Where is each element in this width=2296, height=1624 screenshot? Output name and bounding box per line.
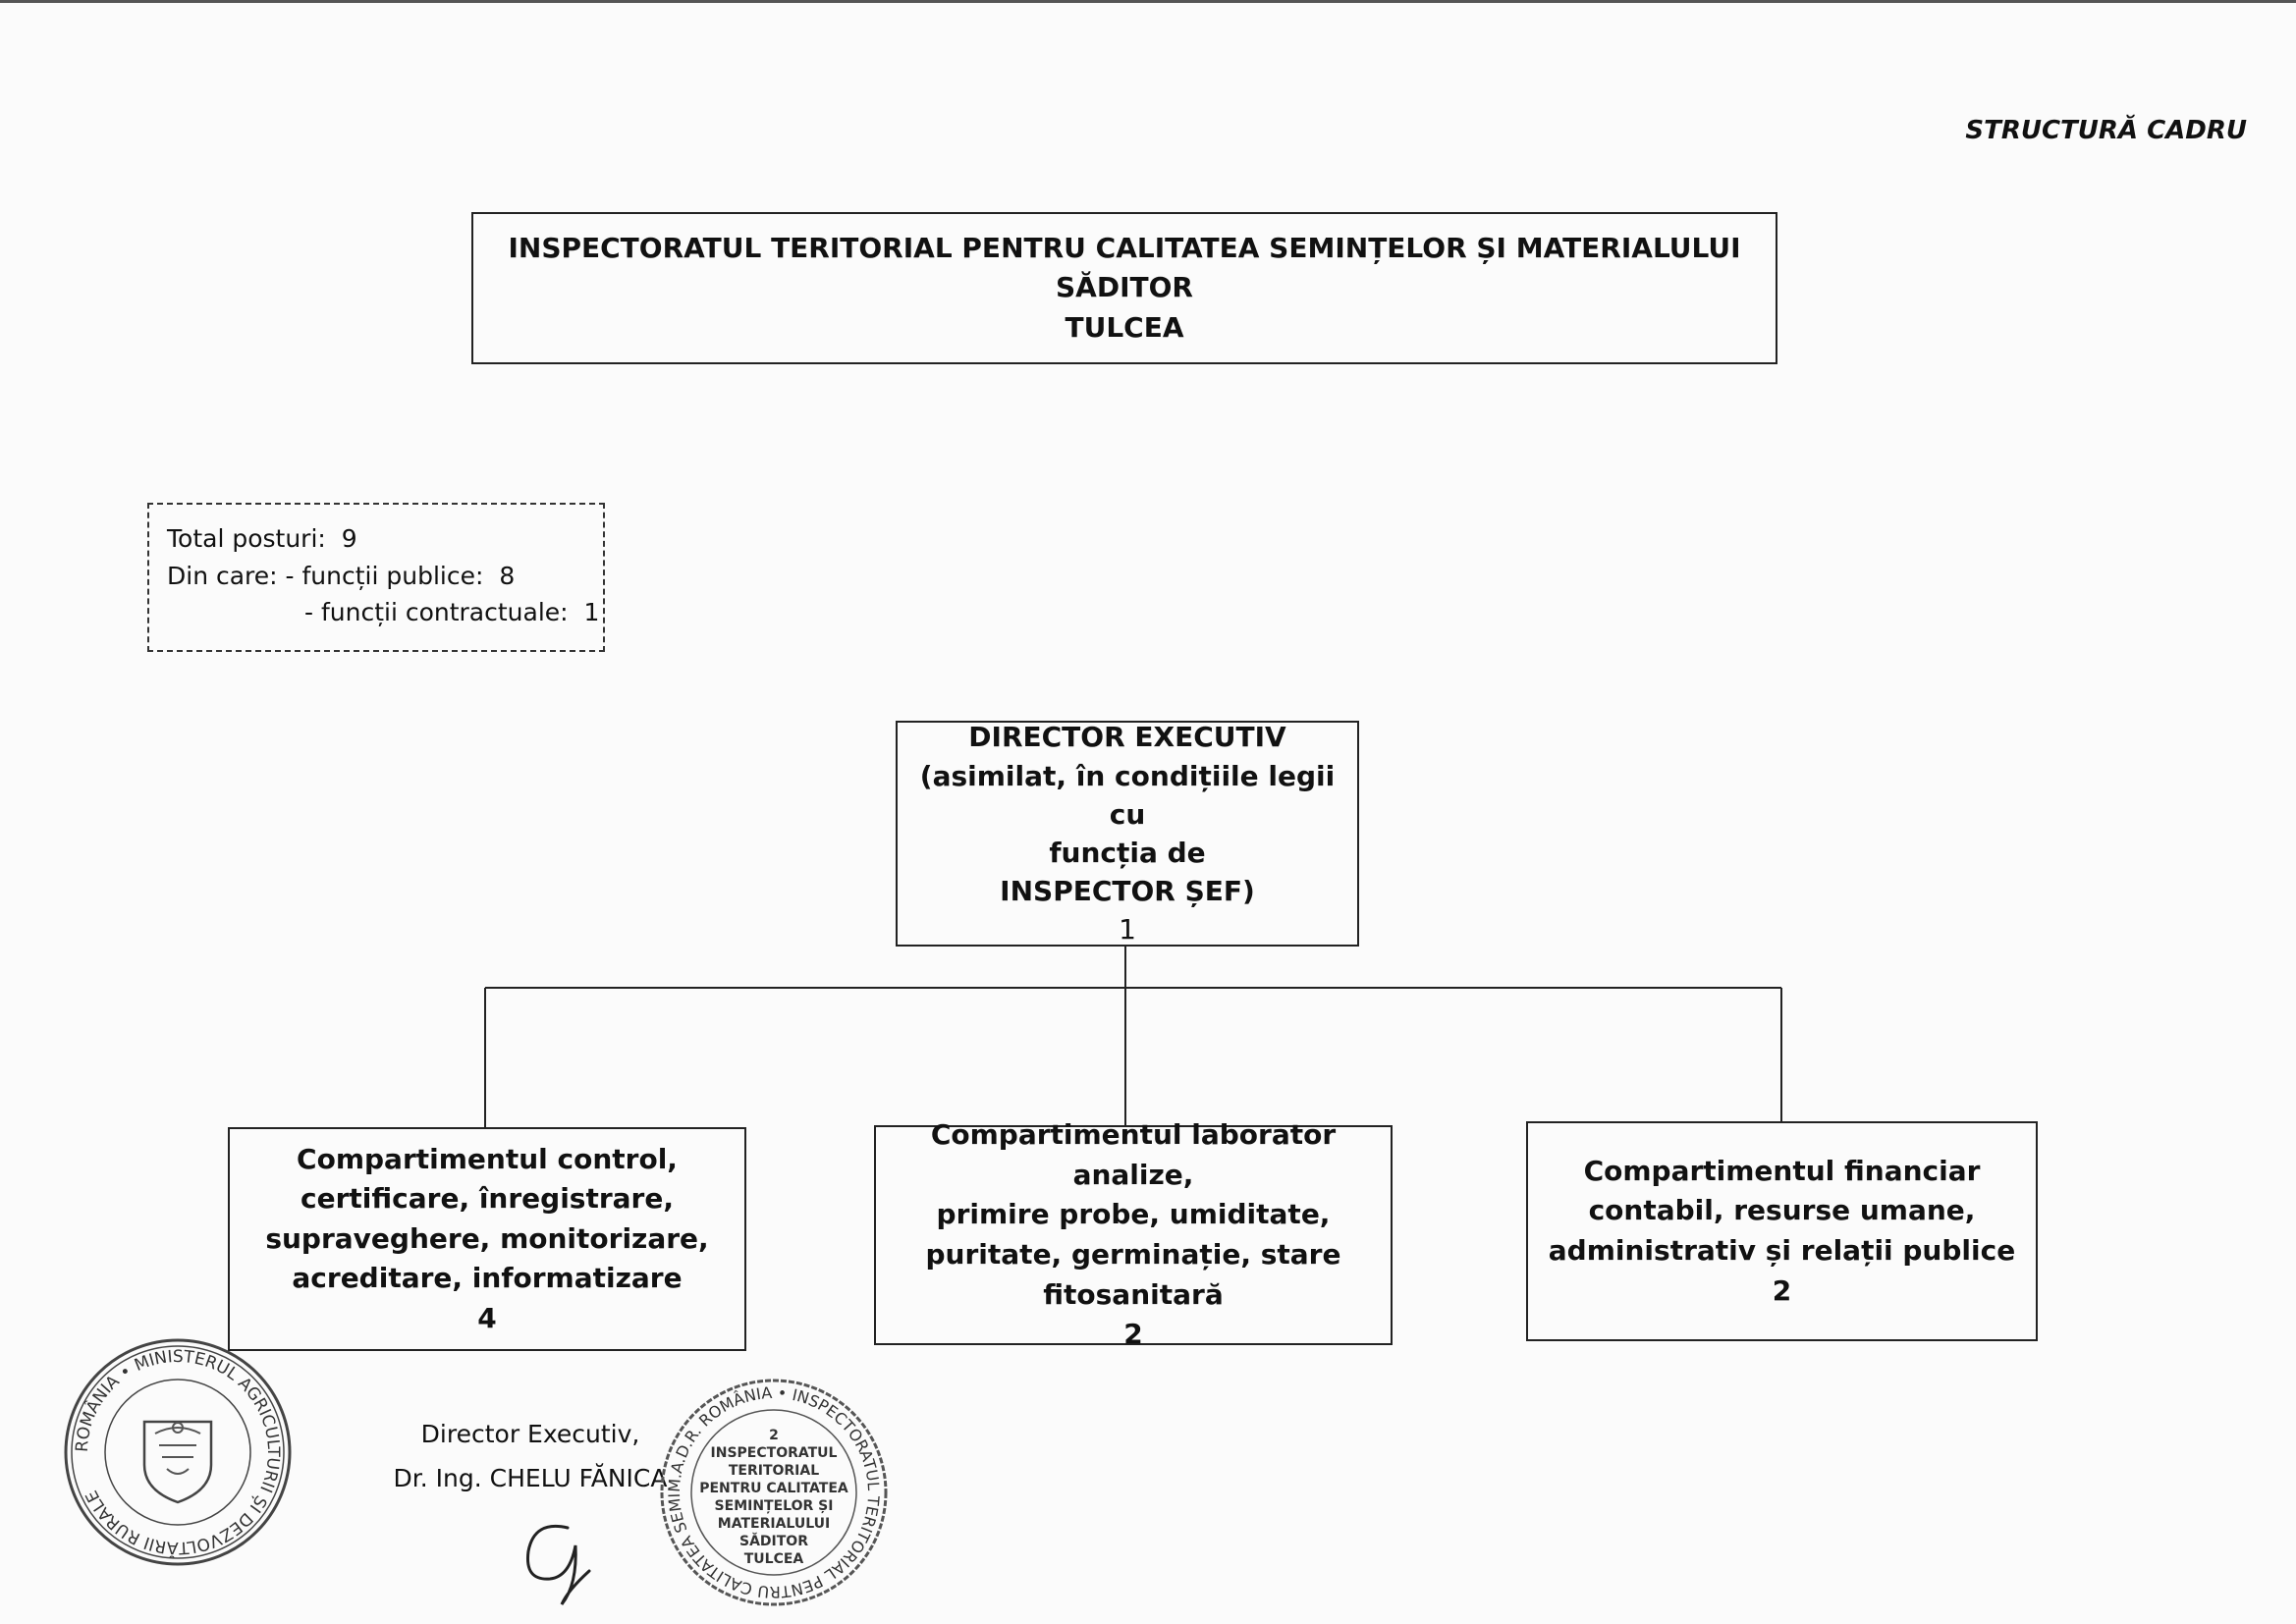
department-line: certificare, înregistrare, xyxy=(301,1182,674,1216)
department-count: 4 xyxy=(477,1301,497,1334)
inspectorate-seal: M.A.D.R. ROMÂNIA • INSPECTORATUL TERITOR… xyxy=(656,1375,888,1606)
ministry-seal: ROMÂNIA • MINISTERUL AGRICULTURII ȘI DEZ… xyxy=(64,1338,292,1566)
posts-summary-box: Total posturi: 9 Din care: - funcții pub… xyxy=(147,503,605,652)
department-line: puritate, germinație, stare xyxy=(925,1238,1341,1271)
contract-posts-label: - funcții contractuale: xyxy=(304,598,569,626)
department-control-box: Compartimentul control, certificare, înr… xyxy=(228,1127,746,1351)
department-count: 2 xyxy=(1123,1318,1143,1351)
signatory-name: Dr. Ing. CHELU FĂNICA xyxy=(393,1464,668,1492)
director-title: DIRECTOR EXECUTIV xyxy=(968,721,1286,754)
department-line: acreditare, informatizare xyxy=(292,1262,683,1295)
director-note-1: (asimilat, în condițiile legii cu xyxy=(919,759,1336,831)
department-line: primire probe, umiditate, xyxy=(936,1198,1331,1231)
seal-center-line: 2 xyxy=(769,1428,779,1443)
department-laboratory-box: Compartimentul laborator analize, primir… xyxy=(874,1118,1393,1350)
seal-center-line: INSPECTORATUL xyxy=(711,1445,838,1461)
total-posts-label: Total posturi: xyxy=(167,524,326,553)
institution-city: TULCEA xyxy=(1065,310,1184,344)
public-posts-value: 8 xyxy=(499,561,516,590)
director-box: DIRECTOR EXECUTIV (asimilat, în condiții… xyxy=(896,721,1359,947)
total-posts-row: Total posturi: 9 xyxy=(167,520,585,558)
department-count: 2 xyxy=(1772,1273,1792,1307)
seal-center-line: SEMINȚELOR ȘI xyxy=(715,1498,834,1514)
contract-posts-value: 1 xyxy=(583,598,600,626)
director-count: 1 xyxy=(1119,913,1136,947)
seal-center-line: PENTRU CALITATEA xyxy=(699,1481,848,1496)
department-line: administrativ și relații publice xyxy=(1548,1234,2016,1267)
signatory-role: Director Executiv, xyxy=(420,1420,640,1448)
public-posts-label: Din care: - funcții publice: xyxy=(167,561,484,590)
seal-center-line: MATERIALULUI xyxy=(718,1516,830,1532)
department-line: Compartimentul laborator analize, xyxy=(930,1118,1337,1191)
seal-center-line: SĂDITOR xyxy=(739,1532,808,1549)
coat-of-arms-icon xyxy=(142,1420,213,1504)
seal-center-line: TERITORIAL xyxy=(729,1463,819,1479)
seal-center-line: TULCEA xyxy=(744,1551,804,1567)
department-line: supraveghere, monitorizare, xyxy=(265,1221,709,1255)
director-note-2: funcția de xyxy=(1049,837,1206,869)
contract-posts-row: - funcții contractuale: 1 xyxy=(167,594,599,631)
scan-top-edge xyxy=(0,0,2296,3)
public-posts-row: Din care: - funcții publice: 8 xyxy=(167,558,585,595)
handwritten-signature xyxy=(525,1525,591,1605)
total-posts-value: 9 xyxy=(341,524,357,553)
department-line: Compartimentul control, xyxy=(297,1142,678,1175)
department-line: Compartimentul financiar xyxy=(1583,1154,1981,1187)
institution-title-box: INSPECTORATUL TERITORIAL PENTRU CALITATE… xyxy=(471,212,1777,364)
director-note-3: INSPECTOR ȘEF) xyxy=(1000,875,1255,908)
department-line: fitosanitară xyxy=(1043,1277,1224,1311)
signatory-block: Director Executiv, Dr. Ing. CHELU FĂNICA xyxy=(383,1412,678,1500)
institution-name: INSPECTORATUL TERITORIAL PENTRU CALITATE… xyxy=(508,231,1741,304)
department-financial-box: Compartimentul financiar contabil, resur… xyxy=(1526,1121,2038,1341)
department-line: contabil, resurse umane, xyxy=(1588,1194,1976,1227)
document-label: STRUCTURĂ CADRU xyxy=(1965,116,2247,145)
